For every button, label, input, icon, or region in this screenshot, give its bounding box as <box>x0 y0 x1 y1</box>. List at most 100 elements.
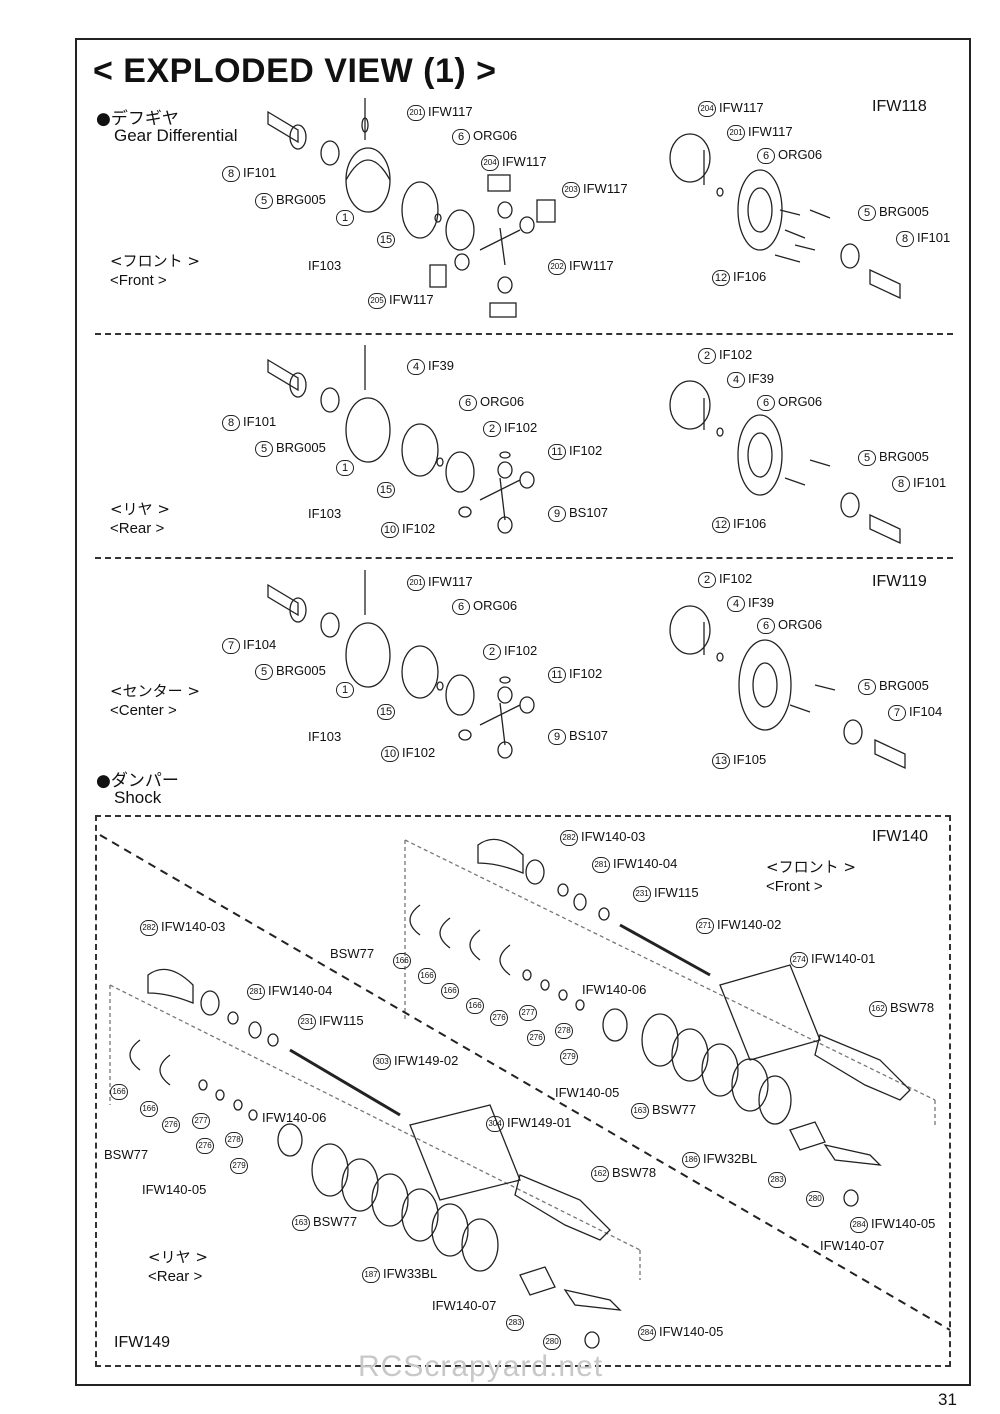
callout-label: 166 <box>110 1083 131 1100</box>
callout-label: IF103 <box>308 258 341 273</box>
callout-label: 276 <box>490 1009 511 1026</box>
part-code: IFW140-01 <box>811 951 876 966</box>
callout-label: 276 <box>162 1116 183 1133</box>
part-number-circle: 278 <box>555 1022 573 1039</box>
part-number-circle: 5 <box>255 663 273 680</box>
callout-label: BSW77 <box>104 1147 148 1162</box>
part-code: ORG06 <box>778 617 823 632</box>
part-code: IFW117 <box>748 124 793 139</box>
part-code: IFW117 <box>502 154 547 169</box>
part-number-circle: 6 <box>757 617 775 634</box>
callout-label: IF103 <box>308 729 341 744</box>
callout-label: 276 <box>196 1137 217 1154</box>
part-number-circle: 162 <box>591 1165 609 1182</box>
part-code: IFW140-05 <box>555 1085 620 1100</box>
rear-ifw-parts <box>669 380 901 545</box>
part-code: IF102 <box>504 420 538 435</box>
callout-label: 277 <box>519 1004 540 1021</box>
part-code: IFW115 <box>319 1013 364 1028</box>
part-number-circle: 283 <box>506 1314 524 1331</box>
part-number-circle: 1 <box>336 681 354 698</box>
part-number-circle: 2 <box>698 347 716 364</box>
rear-diff-parts <box>267 345 535 534</box>
part-number-circle: 276 <box>490 1009 508 1026</box>
part-number-circle: 8 <box>222 165 240 182</box>
part-number-circle: 1 <box>336 459 354 476</box>
part-number-circle: 204 <box>481 154 499 171</box>
section-divider <box>95 333 953 335</box>
part-number-circle: 284 <box>850 1216 868 1233</box>
part-code: BRG005 <box>879 449 929 464</box>
part-code: IFW117 <box>719 100 764 115</box>
part-code: IFW115 <box>654 885 699 900</box>
part-code: IF102 <box>402 521 436 536</box>
part-number-circle: 274 <box>790 951 808 968</box>
part-number-circle: 11 <box>548 443 566 460</box>
part-number-circle: 282 <box>560 829 578 846</box>
part-code: IF103 <box>308 729 342 744</box>
part-number-circle: 9 <box>548 728 566 745</box>
part-code: IF39 <box>428 358 455 373</box>
page-title: < EXPLODED VIEW (1) > <box>93 52 497 90</box>
part-number-circle: 4 <box>727 595 745 612</box>
part-code: IFW117 <box>428 104 473 119</box>
part-number-circle: 276 <box>162 1116 180 1133</box>
part-code: IFW140-06 <box>262 1110 327 1125</box>
kit-ifw119: IFW119 <box>872 573 927 590</box>
shock-rear-label-en: <Rear > <box>148 1268 203 1285</box>
part-number-circle: 166 <box>110 1083 128 1100</box>
shock-front-label-en: <Front > <box>766 878 823 895</box>
part-code: ORG06 <box>473 128 518 143</box>
part-number-circle: 10 <box>381 521 399 538</box>
part-code: IF102 <box>719 347 753 362</box>
part-code: IF103 <box>308 506 342 521</box>
part-code: BSW77 <box>104 1147 149 1162</box>
part-code: BSW78 <box>612 1165 657 1180</box>
part-code: IFW117 <box>583 181 628 196</box>
part-number-circle: 204 <box>698 100 716 117</box>
part-code: IF103 <box>308 258 342 273</box>
front-diff-parts <box>267 98 556 318</box>
part-code: BSW77 <box>330 946 375 961</box>
part-number-circle: 162 <box>869 1000 887 1017</box>
part-number-circle: 283 <box>768 1171 786 1188</box>
callout-label: 15 <box>377 703 398 720</box>
shock-heading-jp: ●ダンパー <box>96 771 179 791</box>
part-number-circle: 6 <box>452 128 470 145</box>
part-code: IFW117 <box>569 258 614 273</box>
part-number-circle: 13 <box>712 752 730 769</box>
part-code: IFW117 <box>428 574 473 589</box>
part-number-circle: 12 <box>712 269 730 286</box>
shock-front-label-jp: <フロント > <box>766 858 856 876</box>
callout-label: 15 <box>377 231 398 248</box>
center-diff-parts <box>267 570 535 759</box>
part-number-circle: 166 <box>466 997 484 1014</box>
part-number-circle: 9 <box>548 505 566 522</box>
part-code: IFW140-03 <box>581 829 646 844</box>
part-number-circle: 276 <box>527 1029 545 1046</box>
part-number-circle: 280 <box>806 1190 824 1207</box>
callout-label: IFW140-05 <box>142 1182 206 1197</box>
